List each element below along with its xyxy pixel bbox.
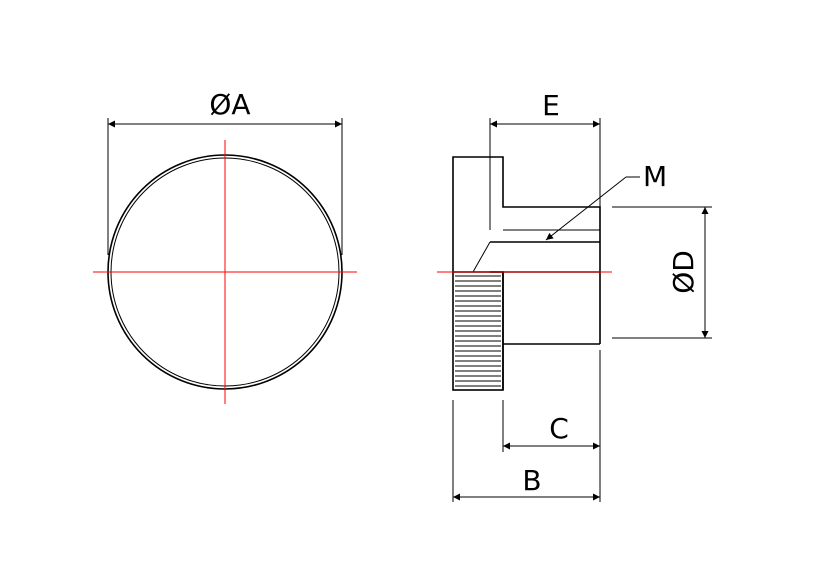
dimension-b-label: B [522, 464, 541, 497]
chamfer-line [472, 241, 491, 273]
dimension-d-label: ØD [667, 250, 700, 294]
dimension-e: E [489, 89, 601, 207]
leader-m: M [545, 160, 667, 241]
dimension-b: B [452, 400, 600, 502]
leader-m-line [545, 176, 627, 241]
dimension-c: C [502, 350, 601, 502]
dimension-a: ØA [107, 88, 343, 255]
front-view [93, 140, 357, 404]
dimension-c-label: C [549, 412, 569, 445]
knurl-pattern [455, 275, 501, 387]
dimension-d: ØD [612, 206, 712, 339]
side-view [437, 156, 612, 391]
dimension-e-label: E [542, 89, 560, 122]
dimension-a-label: ØA [209, 88, 250, 121]
leader-m-label: M [643, 160, 667, 193]
